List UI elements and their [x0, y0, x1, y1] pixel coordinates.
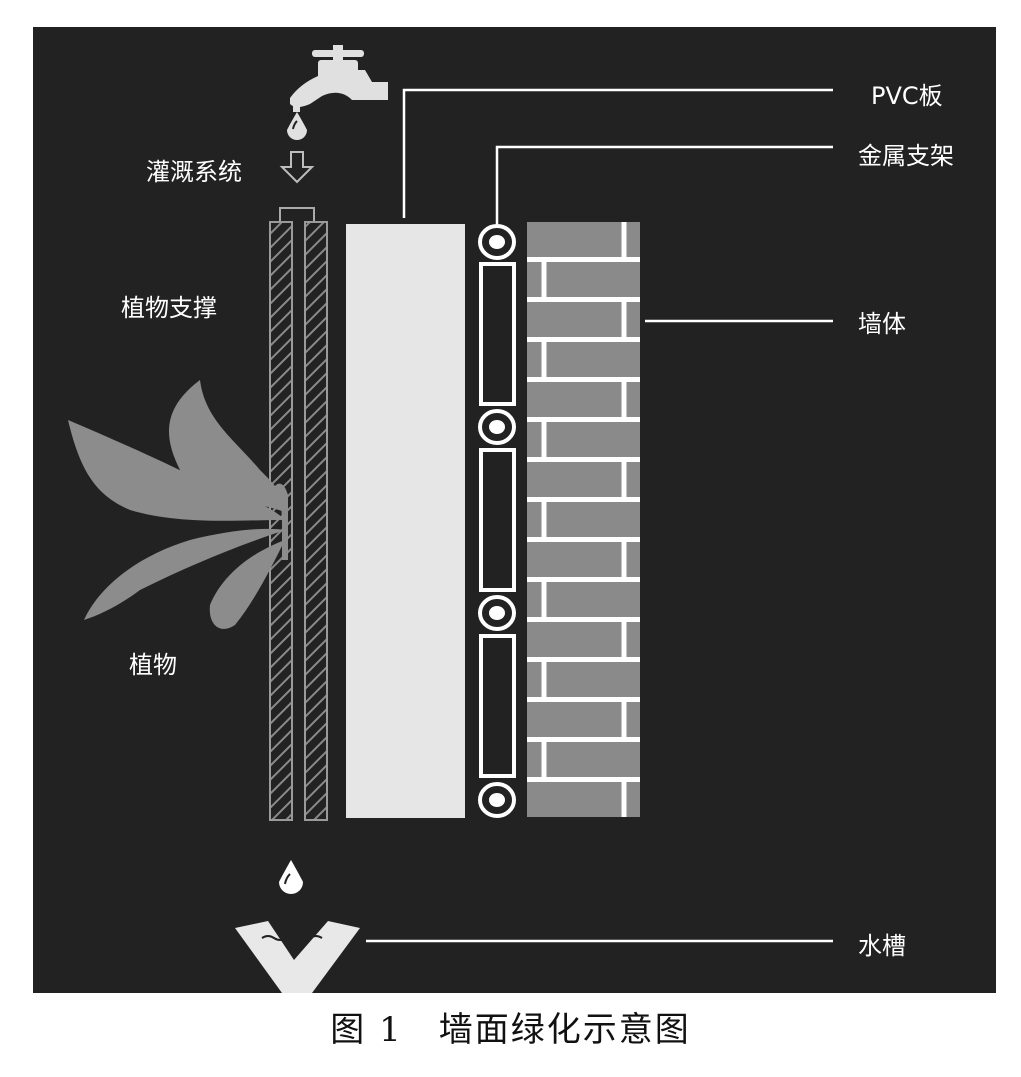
- water-drop-highlight: [292, 120, 298, 130]
- brick: [527, 342, 542, 377]
- brick-wall: [527, 222, 640, 817]
- label-plant-support: 植物支撑: [121, 294, 217, 322]
- brick: [527, 622, 622, 657]
- brick: [527, 502, 542, 537]
- leader-lines: [366, 88, 833, 943]
- brick: [626, 622, 640, 657]
- brick: [626, 782, 640, 817]
- brick: [626, 302, 640, 337]
- brick: [626, 462, 640, 497]
- faucet-icon: [290, 45, 388, 112]
- label-metal-frame: 金属支架: [858, 142, 954, 170]
- brick: [626, 702, 640, 737]
- brick: [527, 302, 622, 337]
- brick: [527, 582, 542, 617]
- brick: [527, 742, 542, 777]
- brick: [527, 542, 622, 577]
- brick: [527, 262, 542, 297]
- brick: [527, 662, 542, 697]
- plant-support-frame: [269, 207, 328, 821]
- metal-frame: [478, 224, 516, 818]
- pvc-board: [346, 224, 465, 818]
- brick: [546, 342, 640, 377]
- tank-water-drop-highlight: [284, 873, 291, 885]
- tank-water-drop-icon: [279, 860, 303, 894]
- brick: [527, 422, 542, 457]
- brick: [546, 742, 640, 777]
- leaf-icon: [68, 380, 288, 629]
- label-plant: 植物: [129, 651, 177, 679]
- label-wall: 墙体: [858, 310, 906, 338]
- brick: [546, 662, 640, 697]
- brick: [527, 382, 622, 417]
- water-tank: [235, 921, 360, 993]
- pvc-board-leader: [402, 88, 833, 218]
- figure-caption: 图 1 墙面绿化示意图: [330, 1010, 691, 1050]
- brick: [626, 382, 640, 417]
- brick: [527, 462, 622, 497]
- brick: [527, 702, 622, 737]
- brick: [546, 582, 640, 617]
- brick: [546, 502, 640, 537]
- label-pvc-board: PVC板: [871, 82, 943, 110]
- arrow-down-icon: [279, 151, 315, 184]
- label-water-tank: 水槽: [858, 932, 906, 960]
- label-irrigation-system: 灌溉系统: [146, 158, 242, 186]
- metal-frame-leader: [495, 145, 833, 224]
- brick: [626, 542, 640, 577]
- brick: [527, 222, 622, 257]
- brick: [546, 422, 640, 457]
- brick: [626, 222, 640, 257]
- water-drop-icon: [287, 112, 307, 140]
- brick: [527, 782, 622, 817]
- water-surface: [261, 935, 323, 941]
- brick: [546, 262, 640, 297]
